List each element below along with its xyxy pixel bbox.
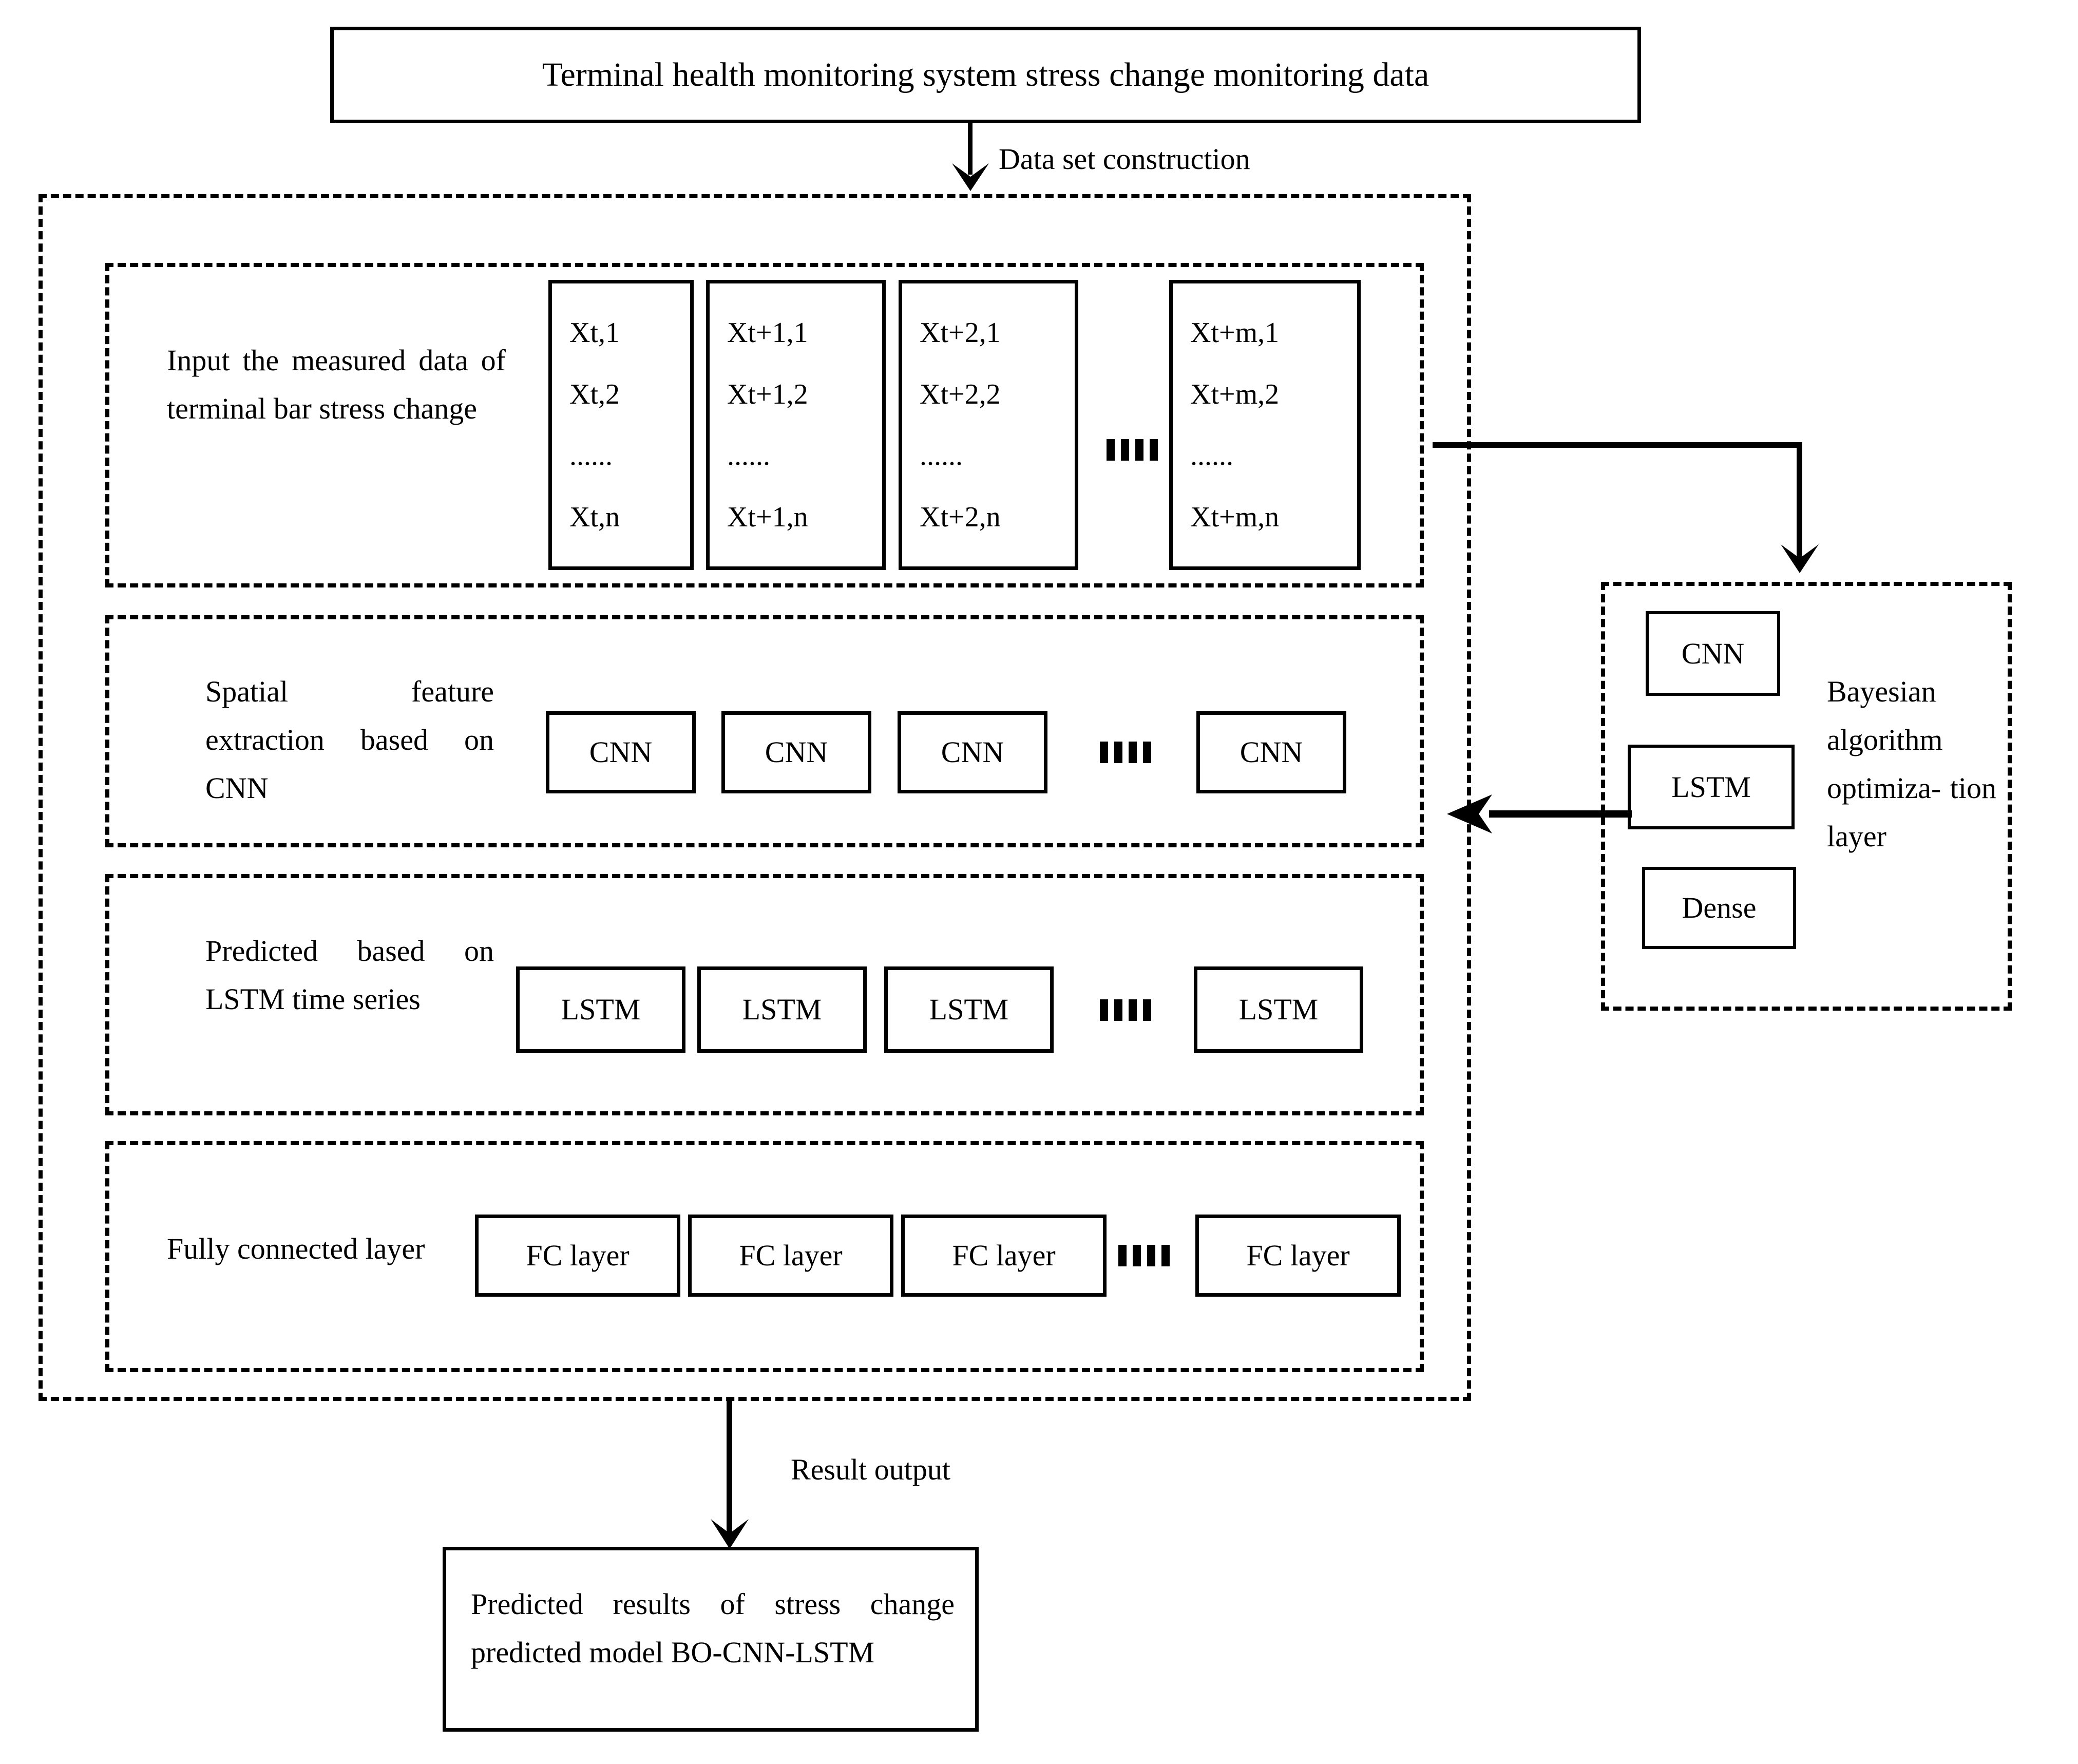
input-section — [105, 263, 1424, 587]
cnn-unit-label: CNN — [1240, 735, 1303, 769]
bayesian-feedback-line — [1489, 810, 1632, 818]
fc-unit: FC layer — [901, 1215, 1107, 1297]
result-output-line — [727, 1401, 732, 1540]
data-cell-ellipsis: ...... — [920, 440, 963, 472]
input-data-column: Xt+1,1 Xt+1,2 ...... Xt+1,n — [706, 280, 886, 570]
data-cell: Xt+m,n — [1190, 501, 1280, 534]
data-cell: Xt+2,2 — [920, 378, 1001, 410]
input-ellipsis-marker — [1107, 439, 1158, 461]
lstm-section-label: Predicted based on LSTM time series — [205, 934, 494, 1016]
fc-unit-label: FC layer — [526, 1239, 630, 1272]
lstm-ellipsis-marker — [1100, 999, 1151, 1021]
lstm-unit-label: LSTM — [929, 993, 1009, 1026]
to-bayesian-arrowhead — [1781, 544, 1819, 573]
lstm-unit-label: LSTM — [561, 993, 641, 1026]
data-cell-ellipsis: ...... — [1190, 440, 1233, 472]
lstm-unit: LSTM — [516, 966, 685, 1053]
dataset-arrowhead — [952, 163, 989, 191]
cnn-unit: CNN — [898, 711, 1047, 793]
data-cell-ellipsis: ...... — [569, 440, 613, 472]
data-cell: Xt+1,n — [727, 501, 808, 534]
cnn-section — [105, 615, 1424, 847]
cnn-unit: CNN — [546, 711, 696, 793]
dataset-construction-label: Data set construction — [999, 142, 1250, 176]
lstm-section — [105, 874, 1424, 1115]
lstm-unit: LSTM — [697, 966, 867, 1053]
input-data-column: Xt,1 Xt,2 ...... Xt,n — [548, 280, 694, 570]
data-cell: Xt+1,1 — [727, 316, 808, 349]
bayesian-unit-dense: Dense — [1642, 867, 1796, 949]
input-data-column: Xt+2,1 Xt+2,2 ...... Xt+2,n — [899, 280, 1078, 570]
title-text: Terminal health monitoring system stress… — [542, 55, 1429, 93]
lstm-unit-label: LSTM — [742, 993, 822, 1026]
bayesian-feedback-arrowhead — [1447, 794, 1492, 833]
cnn-ellipsis-marker — [1100, 742, 1151, 763]
bayesian-unit-lstm: LSTM — [1628, 745, 1795, 829]
bayesian-unit-label: Dense — [1682, 891, 1757, 924]
cnn-unit-label: CNN — [589, 735, 653, 769]
to-bayesian-horizontal-line — [1433, 442, 1802, 448]
bayesian-unit-label: CNN — [1681, 636, 1745, 670]
bayesian-unit-cnn: CNN — [1646, 611, 1780, 696]
cnn-section-label: Spatial feature extraction based on CNN — [205, 675, 494, 805]
data-cell: Xt+m,1 — [1190, 316, 1280, 349]
cnn-unit: CNN — [1196, 711, 1346, 793]
input-section-label: Input the measured data of terminal bar … — [167, 344, 506, 425]
fc-section — [105, 1141, 1424, 1372]
lstm-unit-label: LSTM — [1238, 993, 1319, 1026]
fc-unit-label: FC layer — [739, 1239, 843, 1272]
dataset-connector-line — [968, 123, 973, 175]
lstm-unit: LSTM — [884, 966, 1054, 1053]
cnn-unit-label: CNN — [765, 735, 828, 769]
fc-unit-label: FC layer — [1246, 1239, 1350, 1272]
fc-section-label: Fully connected layer — [167, 1232, 425, 1265]
fc-unit: FC layer — [475, 1215, 680, 1297]
data-cell: Xt+1,2 — [727, 378, 808, 410]
data-cell: Xt,2 — [569, 378, 620, 410]
data-cell: Xt,n — [569, 501, 620, 534]
result-output-arrowhead — [711, 1519, 749, 1549]
bayesian-panel-label: Bayesian algorithm optimiza- tion layer — [1827, 675, 1996, 853]
fc-unit: FC layer — [1195, 1215, 1401, 1297]
data-cell-ellipsis: ...... — [727, 440, 770, 472]
input-data-column: Xt+m,1 Xt+m,2 ...... Xt+m,n — [1169, 280, 1361, 570]
cnn-unit-label: CNN — [941, 735, 1004, 769]
fc-unit-label: FC layer — [952, 1239, 1056, 1272]
output-box-text: Predicted results of stress change predi… — [471, 1587, 955, 1669]
lstm-unit: LSTM — [1194, 966, 1363, 1053]
to-bayesian-vertical-line — [1797, 442, 1802, 565]
result-output-label: Result output — [791, 1453, 950, 1486]
fc-ellipsis-marker — [1118, 1245, 1170, 1266]
fc-unit: FC layer — [688, 1215, 893, 1297]
data-cell: Xt+2,1 — [920, 316, 1001, 349]
output-box: Predicted results of stress change predi… — [443, 1547, 979, 1732]
data-cell: Xt+2,n — [920, 501, 1001, 534]
data-cell: Xt,1 — [569, 316, 620, 349]
cnn-unit: CNN — [721, 711, 871, 793]
data-cell: Xt+m,2 — [1190, 378, 1280, 410]
model-container — [39, 194, 1471, 1401]
title-box: Terminal health monitoring system stress… — [330, 27, 1641, 123]
bayesian-unit-label: LSTM — [1671, 770, 1751, 804]
bayesian-panel — [1601, 582, 2012, 1011]
